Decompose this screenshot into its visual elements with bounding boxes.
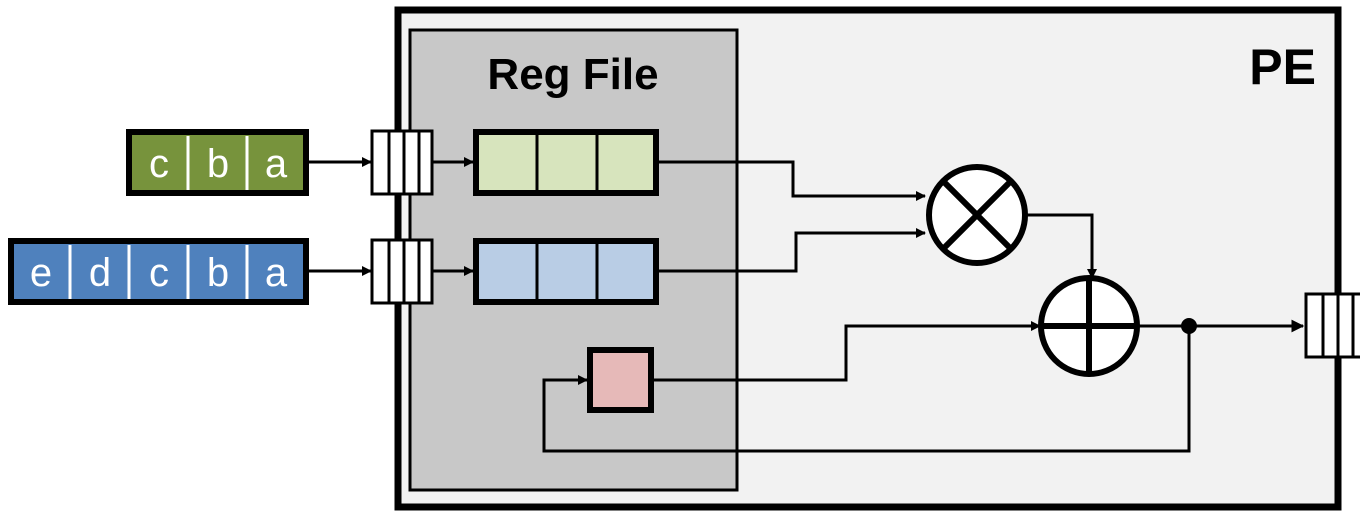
wire-accumulator-to-adder [651,321,1041,382]
wire-feedback-to-accumulator [542,326,1191,453]
wire-multiplier-to-adder [1025,213,1097,279]
input-green-cell-c: c [149,142,169,186]
input-blue-cell-d: d [89,251,111,295]
input-blue-cell-c: c [149,251,169,295]
input-blue-cell-b: b [207,251,229,295]
input-green-cell-a: a [265,142,288,186]
input-stream-green: c b a [126,129,309,196]
fifo-buffer-output [1304,292,1360,359]
wire-green-reg-to-multiplier [656,160,926,201]
input-blue-cell-a: a [265,251,288,295]
register-row-blue [473,238,659,305]
input-stream-blue-box [8,238,309,305]
input-stream-green-box [126,129,309,196]
accumulator-register [587,347,654,413]
input-green-cell-b: b [207,142,229,186]
input-blue-cell-e: e [30,251,52,295]
fifo-buffer-top [370,129,434,196]
pe-title: PE [1249,39,1316,95]
register-row-green [473,129,659,196]
multiply-operator [926,164,1028,266]
fifo-buffer-bottom [370,238,434,305]
input-stream-blue: e d c b a [8,238,309,305]
wire-blue-reg-to-multiplier [656,228,926,273]
add-operator [1038,275,1140,377]
reg-file-title: Reg File [487,50,658,99]
